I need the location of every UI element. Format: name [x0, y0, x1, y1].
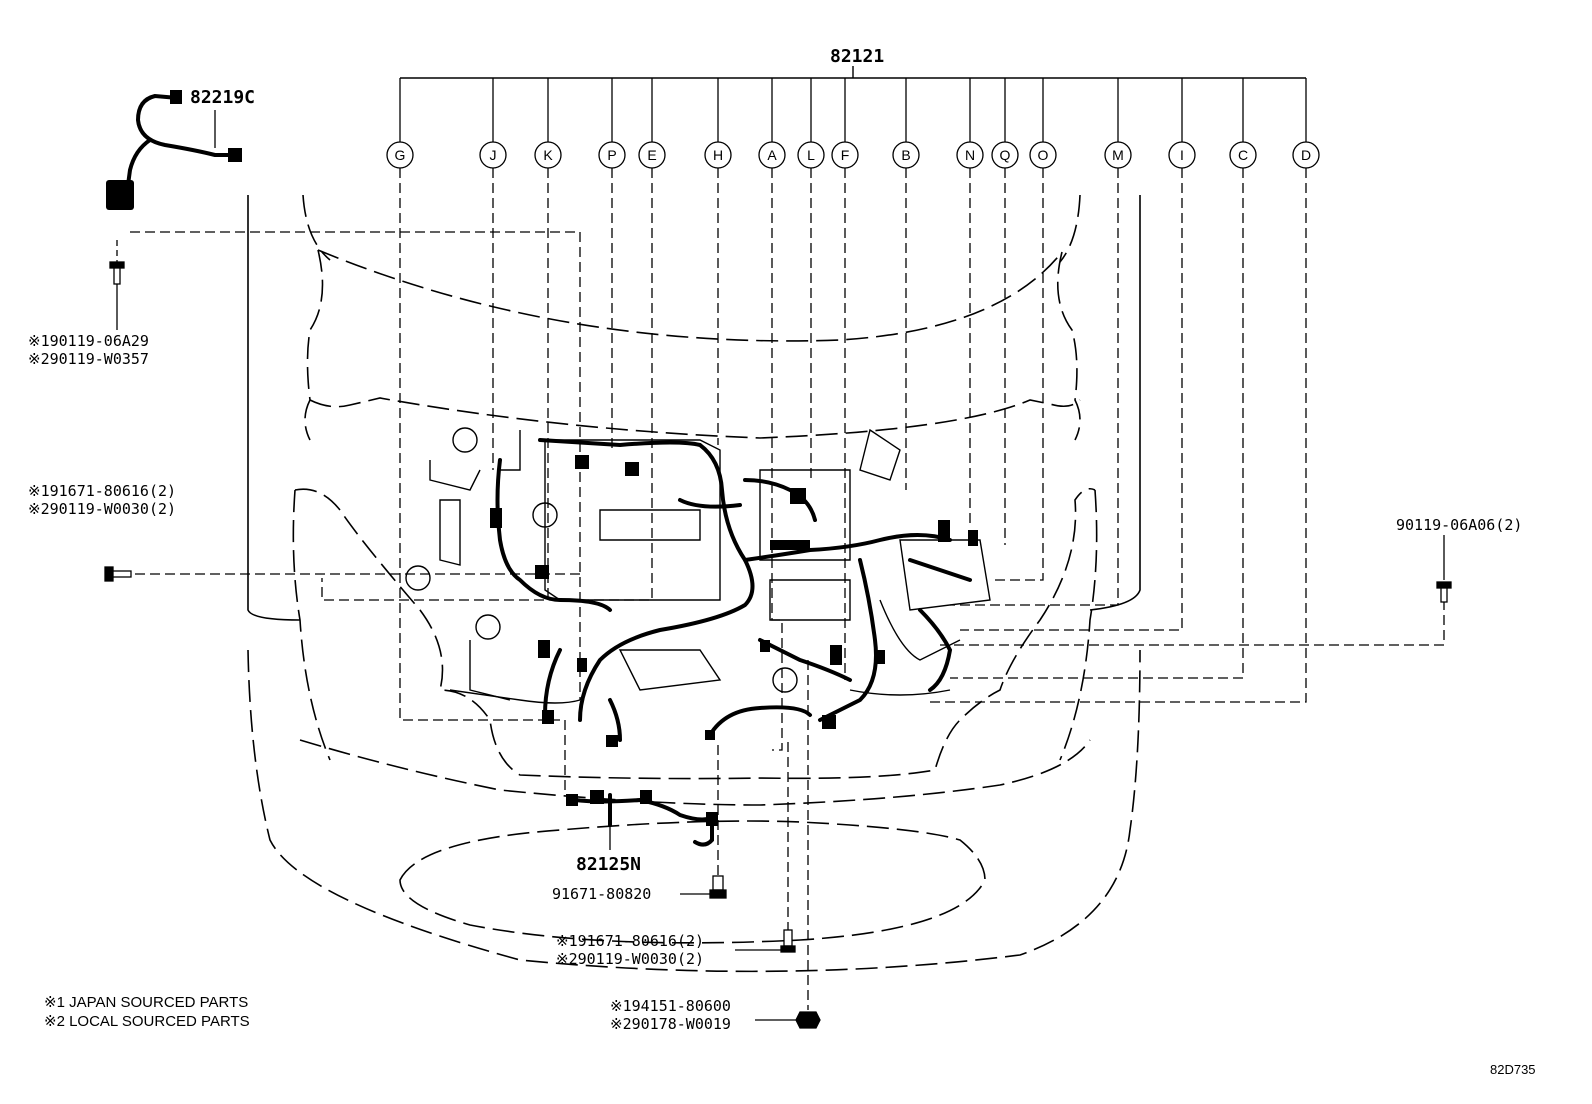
clip-icon — [755, 1011, 821, 1029]
side-bolt-icon — [104, 566, 132, 582]
bottom-screw-icon — [680, 875, 727, 899]
callout-letter-p: P — [607, 147, 616, 163]
callout-letter-d: D — [1301, 147, 1311, 163]
callout-letter-l: L — [807, 147, 815, 163]
sensor-wire-label: 82219C — [190, 87, 255, 108]
sensor-wire-clip — [106, 180, 134, 210]
fastener-1-line-1: ※190119-06A29 — [28, 332, 149, 350]
note-japan-sourced: ※1 JAPAN SOURCED PARTS — [44, 994, 248, 1011]
callout-letter-q: Q — [1000, 147, 1011, 163]
callout-letter-e: E — [647, 147, 656, 163]
vehicle-body-solid — [247, 195, 1141, 621]
fastener-3-line-1: 90119-06A06(2) — [1396, 516, 1522, 534]
fastener-2-line-1: ※191671-80616(2) — [28, 482, 176, 500]
engine-bay-detail — [405, 427, 991, 704]
sensor-wire-connector — [228, 148, 242, 162]
callout-letter-f: F — [841, 147, 850, 163]
main-harness-label: 82121 — [830, 46, 884, 67]
sub-harness-connectors — [566, 790, 718, 826]
sub-harness-part — [573, 793, 714, 847]
sensor-wire-plug — [170, 90, 182, 104]
sub-harness-label: 82125N — [576, 854, 641, 875]
vehicle-outline — [247, 194, 1141, 973]
callout-letter-k: K — [543, 147, 553, 163]
callout-bracket — [400, 66, 1306, 79]
callout-letter-g: G — [395, 147, 406, 163]
callout-letter-o: O — [1038, 147, 1049, 163]
fastener-4-line-1: 91671-80820 — [552, 885, 651, 903]
harness-connectors — [490, 455, 978, 747]
callout-letter-a: A — [767, 147, 777, 163]
fastener-1-line-2: ※290119-W0357 — [28, 350, 149, 368]
note-local-sourced: ※2 LOCAL SOURCED PARTS — [44, 1013, 250, 1030]
callout-letter-h: H — [713, 147, 723, 163]
diagram-code: 82D735 — [1490, 1062, 1536, 1077]
fastener-labels: ※190119-06A29 ※290119-W0357 ※191671-8061… — [28, 332, 1522, 1033]
fastener-5-line-2: ※290119-W0030(2) — [556, 950, 704, 968]
fastener-5-line-1: ※191671-80616(2) — [556, 932, 704, 950]
fastener-6-line-1: ※194151-80600 — [610, 997, 731, 1015]
fastener-6-line-2: ※290178-W0019 — [610, 1015, 731, 1033]
callout-letter-j: J — [490, 147, 497, 163]
sensor-wire-part — [126, 93, 240, 187]
callout-letter-i: I — [1180, 147, 1184, 163]
callout-letter-b: B — [901, 147, 910, 163]
bottom-bolt-icon — [735, 929, 796, 953]
leader-lines — [130, 168, 1445, 1010]
callout-letter-m: M — [1112, 147, 1124, 163]
callout-letter-n: N — [965, 147, 975, 163]
bolt-icon — [109, 240, 125, 330]
callout-letter-c: C — [1238, 147, 1248, 163]
right-bolt-icon — [1436, 535, 1452, 603]
fastener-2-line-2: ※290119-W0030(2) — [28, 500, 176, 518]
